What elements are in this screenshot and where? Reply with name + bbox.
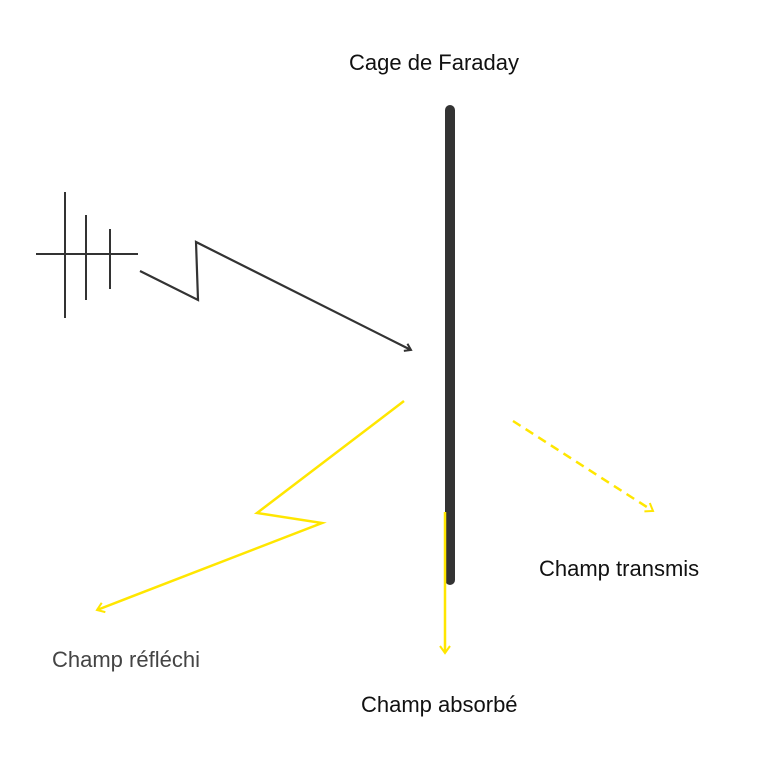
diagram-title: Cage de Faraday bbox=[349, 50, 519, 75]
transmitted-field-label: Champ transmis bbox=[539, 556, 700, 581]
reflected-wave-arrow bbox=[95, 400, 405, 614]
reflected-field-label: Champ réfléchi bbox=[52, 647, 200, 672]
transmitted-wave-arrow bbox=[512, 419, 655, 513]
incident-wave-arrow bbox=[139, 240, 413, 352]
antenna-icon bbox=[36, 192, 138, 318]
absorbed-field-label: Champ absorbé bbox=[361, 692, 518, 717]
